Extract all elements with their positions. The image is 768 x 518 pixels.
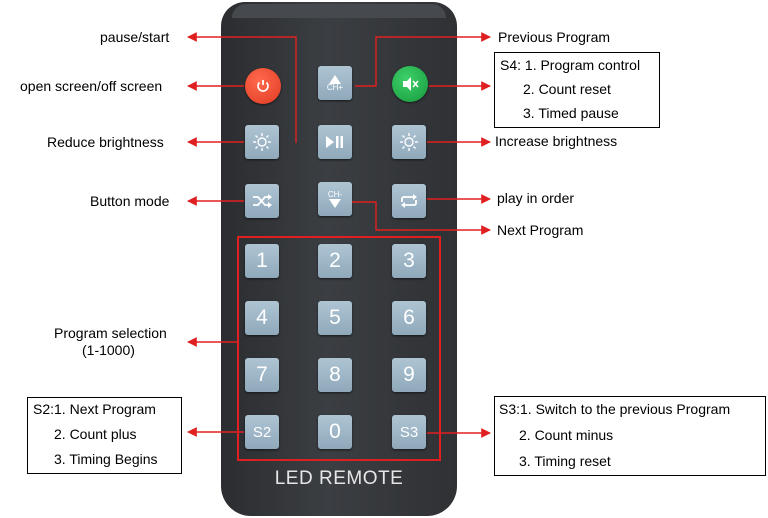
number-keys-frame bbox=[237, 236, 441, 461]
mute-button[interactable] bbox=[392, 66, 428, 102]
key-4-label: 4 bbox=[256, 306, 268, 329]
s4-info-box: S4: 1. Program control 2. Count reset 3.… bbox=[494, 52, 660, 128]
brightness-up-button[interactable] bbox=[392, 125, 426, 159]
key-6[interactable]: 6 bbox=[392, 301, 426, 335]
arrow-pause-start bbox=[187, 32, 297, 143]
key-8-label: 8 bbox=[329, 363, 341, 386]
s3-line-2: 2. Count minus bbox=[519, 427, 614, 443]
key-9-label: 9 bbox=[403, 363, 415, 386]
key-2[interactable]: 2 bbox=[318, 244, 352, 278]
label-previous-program: Previous Program bbox=[498, 29, 611, 45]
s3-line-3: 3. Timing reset bbox=[519, 453, 611, 469]
key-s2-label: S2 bbox=[252, 423, 272, 441]
sun-icon bbox=[400, 133, 418, 151]
s3-line-1: S3:1. Switch to the previous Program bbox=[499, 401, 731, 417]
key-3[interactable]: 3 bbox=[392, 244, 426, 278]
label-next-program: Next Program bbox=[497, 222, 584, 238]
key-s3-label: S3 bbox=[399, 423, 419, 441]
s4-line-2: 2. Count reset bbox=[523, 81, 611, 97]
key-6-label: 6 bbox=[403, 306, 415, 329]
label-program-range: (1-1000) bbox=[82, 342, 135, 358]
key-7[interactable]: 7 bbox=[245, 358, 279, 392]
key-3-label: 3 bbox=[403, 249, 415, 272]
key-0-label: 0 bbox=[329, 420, 341, 443]
repeat-button[interactable] bbox=[392, 184, 426, 218]
key-s2[interactable]: S2 bbox=[245, 415, 279, 449]
key-5-label: 5 bbox=[329, 306, 341, 329]
label-program-selection: Program selection bbox=[54, 325, 167, 341]
play-pause-icon bbox=[326, 136, 343, 148]
key-2-label: 2 bbox=[329, 249, 341, 272]
key-s3[interactable]: S3 bbox=[392, 415, 426, 449]
label-increase-brightness: Increase brightness bbox=[495, 133, 618, 149]
ch-plus-label: CH+ bbox=[326, 82, 344, 92]
s2-line-1: S2:1. Next Program bbox=[33, 401, 156, 417]
power-icon bbox=[257, 80, 269, 92]
s3-info-box: S3:1. Switch to the previous Program 2. … bbox=[494, 396, 766, 476]
key-4[interactable]: 4 bbox=[245, 301, 279, 335]
triangle-up-icon bbox=[329, 74, 341, 84]
shuffle-icon bbox=[253, 194, 272, 208]
mute-icon bbox=[403, 77, 419, 91]
ch-minus-button[interactable]: CH- bbox=[318, 182, 352, 216]
remote-top-edge bbox=[232, 4, 446, 18]
key-1-label: 1 bbox=[256, 249, 268, 272]
sun-icon bbox=[253, 133, 271, 151]
arrow-next-program bbox=[352, 201, 491, 235]
key-9[interactable]: 9 bbox=[392, 358, 426, 392]
key-7-label: 7 bbox=[256, 363, 268, 386]
key-8[interactable]: 8 bbox=[318, 358, 352, 392]
triangle-down-icon bbox=[329, 198, 341, 208]
key-5[interactable]: 5 bbox=[318, 301, 352, 335]
label-play-in-order: play in order bbox=[497, 190, 575, 206]
key-1[interactable]: 1 bbox=[245, 244, 279, 278]
repeat-icon bbox=[401, 194, 417, 208]
key-0[interactable]: 0 bbox=[318, 415, 352, 449]
s4-line-3: 3. Timed pause bbox=[523, 105, 619, 121]
play-pause-button[interactable] bbox=[318, 125, 352, 159]
ch-plus-button[interactable]: CH+ bbox=[318, 66, 352, 100]
s2-line-3: 3. Timing Begins bbox=[54, 451, 158, 467]
s2-line-2: 2. Count plus bbox=[54, 426, 137, 442]
s2-info-box: S2:1. Next Program 2. Count plus 3. Timi… bbox=[27, 397, 182, 474]
label-button-mode: Button mode bbox=[90, 193, 170, 209]
brightness-down-button[interactable] bbox=[245, 125, 279, 159]
ch-minus-label: CH- bbox=[327, 189, 343, 199]
label-pause-start: pause/start bbox=[100, 29, 170, 45]
brand-text: LED REMOTE bbox=[274, 468, 404, 489]
s4-line-1: S4: 1. Program control bbox=[500, 57, 641, 73]
arrow-previous-program bbox=[355, 32, 491, 87]
label-reduce-brightness: Reduce brightness bbox=[47, 134, 164, 150]
shuffle-button[interactable] bbox=[245, 184, 279, 218]
power-button[interactable] bbox=[245, 68, 281, 104]
label-open-screen: open screen/off screen bbox=[20, 78, 163, 94]
